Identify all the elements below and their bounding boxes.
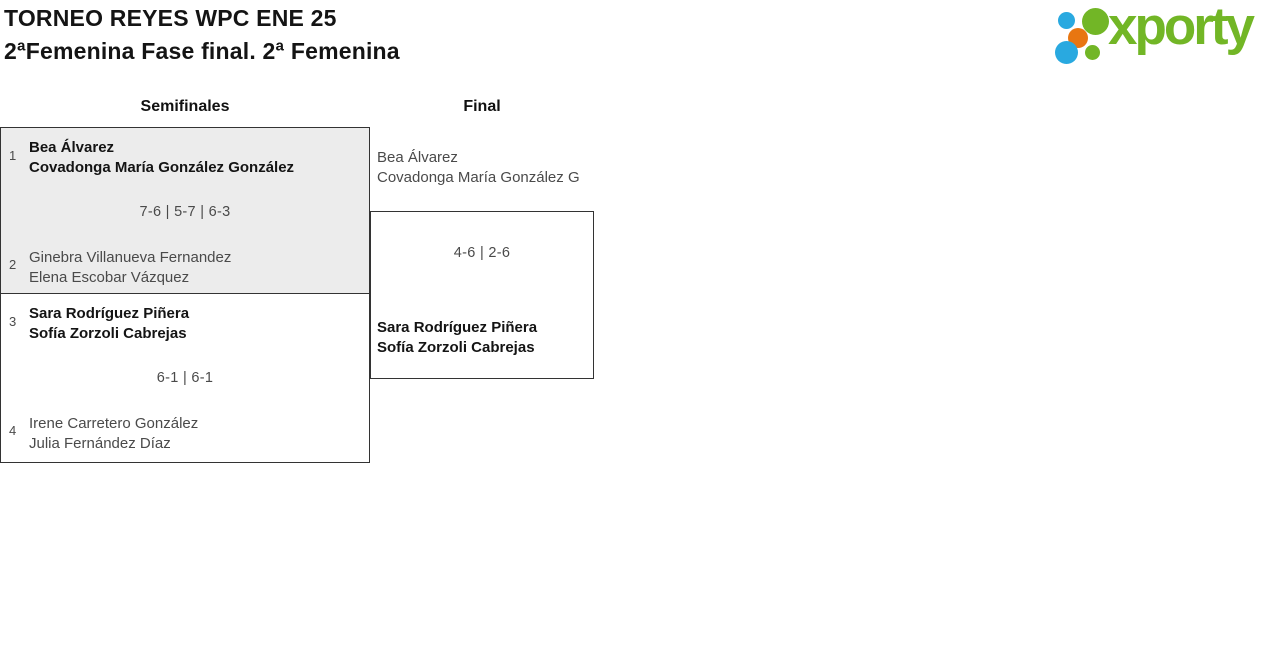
seed-number-2: 2: [9, 257, 17, 272]
player-name: Bea Álvarez: [377, 149, 458, 166]
seed-number-4: 4: [9, 423, 17, 438]
player-name: Covadonga María González González: [29, 158, 295, 176]
team-sf1-winner: Bea Álvarez Covadonga María González Gon…: [29, 138, 294, 177]
seed-number-1: 1: [9, 148, 17, 163]
match-score-sf1: 7-6 | 5-7 | 6-3: [139, 204, 231, 220]
match-card-final: 4-6 | 2-6 Sara Rodríguez Piñera Sofía Zo…: [370, 211, 594, 379]
brand-wordmark: xporty: [1108, 0, 1255, 56]
page-title: TORNEO REYES WPC ENE 25: [4, 5, 337, 31]
xporty-logo[interactable]: xporty: [1046, 0, 1276, 68]
match-score-final: 4-6 | 2-6: [453, 245, 511, 261]
round-header-final: Final: [463, 98, 501, 115]
player-name: Sofía Zorzoli Cabrejas: [29, 324, 187, 342]
player-name: Elena Escobar Vázquez: [29, 268, 190, 286]
match-score-sf2: 6-1 | 6-1: [156, 370, 214, 386]
team-final-winner: Sara Rodríguez Piñera Sofía Zorzoli Cabr…: [377, 318, 537, 357]
player-name: Covadonga María González G: [377, 168, 580, 186]
page-subtitle: 2ªFemenina Fase final. 2ª Femenina: [4, 38, 400, 64]
player-name: Irene Carretero González: [29, 415, 199, 432]
logo-dot-blue-large-icon: [1055, 41, 1078, 64]
match-card-semifinal-1: 1 Bea Álvarez Covadonga María González G…: [0, 127, 370, 294]
team-sf2-loser: Irene Carretero González Julia Fernández…: [29, 414, 198, 453]
team-sf2-winner: Sara Rodríguez Piñera Sofía Zorzoli Cabr…: [29, 304, 189, 343]
logo-dot-green-large-icon: [1082, 8, 1109, 35]
page-header: TORNEO REYES WPC ENE 25 2ªFemenina Fase …: [4, 2, 400, 68]
logo-dot-green-small-icon: [1085, 45, 1100, 60]
player-name: Sara Rodríguez Piñera: [377, 319, 538, 336]
player-name: Sara Rodríguez Piñera: [29, 305, 190, 322]
player-name: Ginebra Villanueva Fernandez: [29, 249, 232, 266]
seed-number-3: 3: [9, 314, 17, 329]
player-name: Bea Álvarez: [29, 139, 115, 156]
team-sf1-loser: Ginebra Villanueva Fernandez Elena Escob…: [29, 248, 231, 287]
match-card-semifinal-2: 3 Sara Rodríguez Piñera Sofía Zorzoli Ca…: [0, 293, 370, 463]
player-name: Sofía Zorzoli Cabrejas: [377, 338, 535, 356]
round-header-semifinales: Semifinales: [140, 98, 230, 115]
logo-dot-blue-small-icon: [1058, 12, 1075, 29]
player-name: Julia Fernández Díaz: [29, 434, 171, 452]
team-final-top: Bea Álvarez Covadonga María González G: [377, 148, 591, 187]
